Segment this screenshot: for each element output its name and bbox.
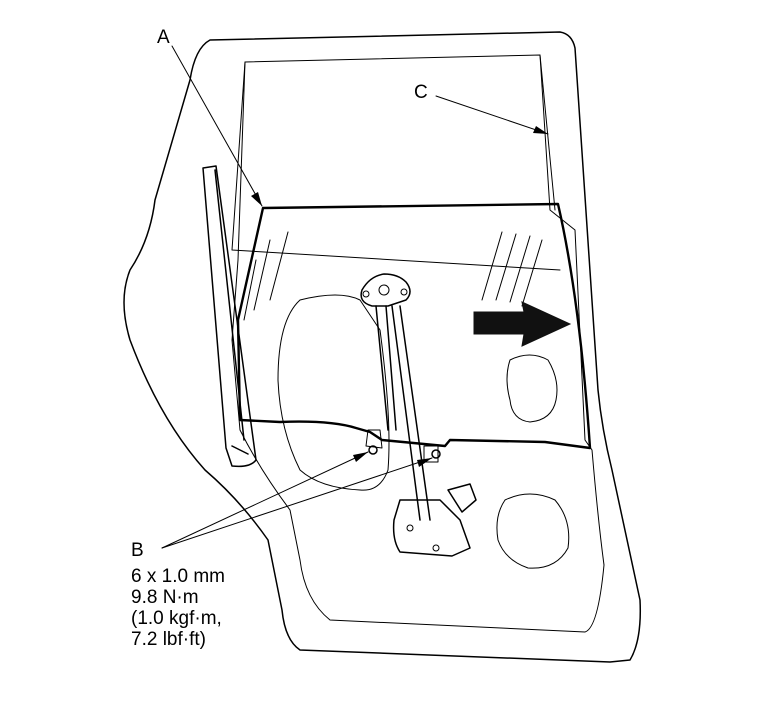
callout-label-c: C — [414, 82, 428, 103]
window-regulator — [360, 273, 477, 557]
window-frame — [231, 54, 561, 271]
bolt-size: 6 x 1.0 mm — [131, 566, 225, 587]
bolt-spec-block: 6 x 1.0 mm 9.8 N·m (1.0 kgf·m, 7.2 lbf·f… — [131, 566, 225, 650]
leader-arrowheads — [251, 126, 548, 467]
door-glass-outline — [236, 202, 592, 450]
glass-reflection-marks — [243, 231, 543, 321]
callout-label-b: B — [131, 540, 144, 561]
access-hole-large — [277, 294, 390, 491]
bolt-torque-nm: 9.8 N·m — [131, 587, 199, 608]
access-hole-right-lower — [496, 493, 570, 569]
bolt-b-rear — [431, 449, 441, 459]
access-hole-right-upper — [506, 354, 558, 423]
rear-glass-run-channel — [202, 165, 257, 468]
bolt-torque-lbfft: 7.2 lbf·ft) — [131, 629, 206, 650]
bolt-b-front — [368, 445, 378, 455]
bolt-torque-kgfm: (1.0 kgf·m, — [131, 608, 222, 629]
door-outer-panel — [123, 31, 642, 663]
callout-label-a: A — [157, 27, 170, 48]
slide-direction-arrow — [473, 301, 572, 347]
door-inner-panel — [231, 54, 605, 633]
callout-leader-lines — [161, 45, 549, 549]
